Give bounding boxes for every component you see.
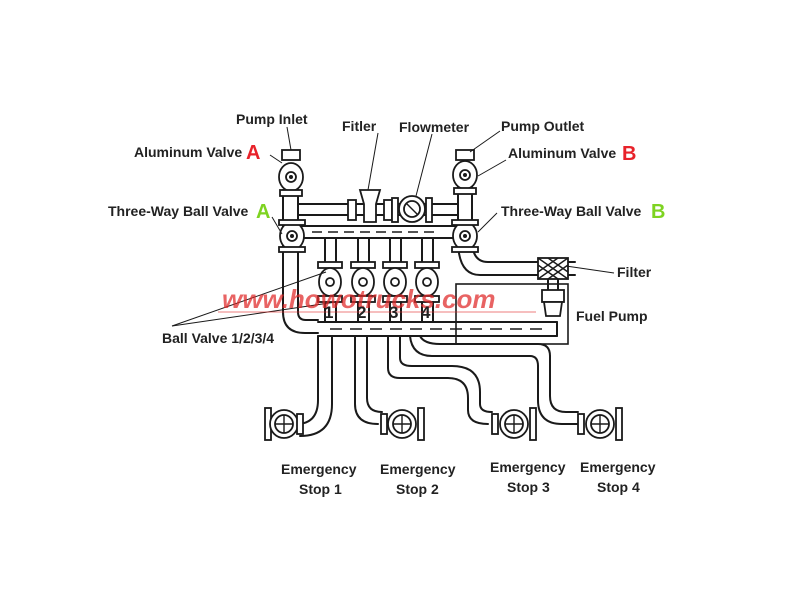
stop2-pipe (354, 335, 379, 425)
aluminum-valve-a (278, 149, 304, 197)
letter-b-red: B (622, 143, 636, 165)
label-emergency-stop-3-line1: Emergency (490, 459, 566, 475)
valve-number-1: 1 (324, 303, 333, 322)
fuel-pump (541, 289, 565, 317)
three-way-valve-b (451, 219, 479, 253)
emergency-stop-1-device (264, 407, 304, 441)
label-filter: Filter (617, 264, 652, 280)
label-emergency-stop-4-line1: Emergency (580, 459, 656, 475)
label-emergency-stop-1-line2: Stop 1 (299, 481, 342, 497)
ball-valve-3 (382, 261, 408, 303)
label-emergency-stop-3-line2: Stop 3 (507, 479, 550, 495)
label-emergency-stop-4-line2: Stop 4 (597, 479, 640, 495)
filter (537, 257, 569, 280)
label-emergency-stop-2-line1: Emergency (380, 461, 456, 477)
emergency-stop-2-device (380, 407, 425, 441)
ball-valve-4 (414, 261, 440, 303)
letter-a-red: A (246, 142, 260, 164)
label-flowmeter: Flowmeter (399, 119, 470, 135)
valve-number-3: 3 (389, 303, 398, 322)
label-aluminum-valve-b: Aluminum Valve (508, 145, 616, 161)
stop4-pipe (537, 365, 579, 425)
stop3-pipe (387, 335, 489, 425)
ball-valve-2 (350, 261, 376, 303)
label-three-way-valve-b: Three-Way Ball Valve (501, 203, 642, 219)
valve-number-2: 2 (357, 303, 366, 322)
flowmeter (391, 195, 433, 223)
stop1-pipe (295, 335, 319, 425)
fitler-strainer (347, 189, 393, 223)
emergency-stop-4-device (577, 407, 623, 441)
emergency-stop-3-device (491, 407, 537, 441)
label-pump-outlet: Pump Outlet (501, 118, 585, 134)
label-pump-inlet: Pump Inlet (236, 111, 308, 127)
aluminum-valve-b (452, 149, 478, 195)
three-way-valve-a (278, 219, 306, 253)
watermark: www.howotrucks.com (218, 284, 536, 314)
leader-lines (171, 126, 615, 327)
label-fuel-pump: Fuel Pump (576, 308, 648, 324)
label-fitler: Fitler (342, 118, 377, 134)
letter-a-green: A (256, 201, 270, 223)
label-aluminum-valve-a: Aluminum Valve (134, 144, 242, 160)
label-ball-valve: Ball Valve 1/2/3/4 (162, 330, 274, 346)
label-emergency-stop-2-line2: Stop 2 (396, 481, 439, 497)
ball-valve-1 (317, 261, 343, 303)
valve-number-4: 4 (421, 303, 431, 322)
label-three-way-valve-a: Three-Way Ball Valve (108, 203, 249, 219)
watermark-text: www.howotrucks.com (222, 284, 496, 314)
label-emergency-stop-1-line1: Emergency (281, 461, 357, 477)
letter-b-green: B (651, 201, 665, 223)
